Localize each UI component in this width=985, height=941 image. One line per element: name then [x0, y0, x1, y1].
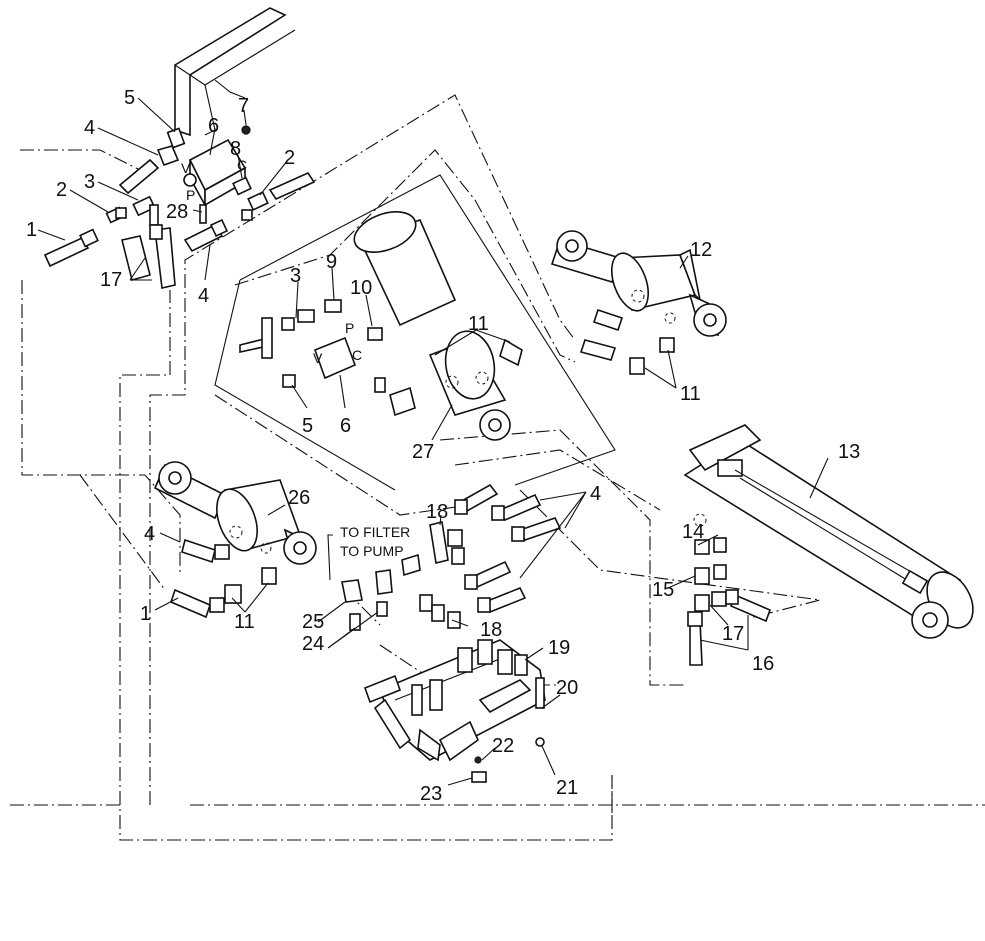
port-label-c-top: C [237, 157, 247, 173]
hoses-cylinder-12 [579, 308, 675, 375]
callout-3-top-left: 3 [84, 171, 95, 193]
center-fittings-18 [401, 521, 465, 629]
callout-4-top: 4 [84, 117, 95, 139]
port-label-p-mid: P [345, 320, 354, 336]
control-valve-19 [363, 639, 546, 762]
plug-22-23 [471, 756, 487, 783]
fitting-8 [232, 176, 252, 196]
callout-8: 8 [230, 138, 241, 160]
hoses-16 [687, 589, 772, 666]
callout-14: 14 [682, 521, 704, 543]
callout-22: 22 [492, 735, 514, 757]
callout-6-top: 6 [208, 115, 219, 137]
callout-17-right: 17 [722, 623, 744, 645]
fitting-3-top-left [132, 195, 159, 226]
hose-1-top [43, 228, 99, 268]
callout-28: 28 [166, 201, 188, 223]
callout-16: 16 [752, 653, 774, 675]
cylinder-12 [550, 230, 727, 337]
hoses-cylinder-26 [170, 538, 277, 619]
callout-10: 10 [350, 277, 372, 299]
callout-26: 26 [288, 487, 310, 509]
tee-2-top-left [105, 206, 127, 224]
callout-4-left: 4 [144, 523, 155, 545]
bolt-20-washer-21 [535, 677, 545, 747]
note-to-filter: TO FILTER [340, 524, 410, 540]
callout-2-top-left: 2 [56, 179, 67, 201]
center-hoses-4 [454, 483, 562, 614]
callout-numbers: 1 2 3 4 5 6 7 8 2 28 17 4 3 9 10 11 12 1… [26, 87, 860, 805]
callout-18-top: 18 [426, 501, 448, 523]
fittings-24-25 [341, 569, 393, 631]
callout-4-center: 4 [590, 483, 601, 505]
fittings-14-17 [694, 537, 727, 612]
callout-25: 25 [302, 611, 324, 633]
frame-rail [174, 7, 296, 137]
callout-17-top: 17 [100, 269, 122, 291]
fitting-7 [241, 125, 251, 135]
callout-19: 19 [548, 637, 570, 659]
callout-7: 7 [238, 95, 249, 117]
flow-notes: TO FILTER TO PUMP [340, 524, 410, 559]
hydraulic-routing-lines [10, 94, 985, 841]
callout-6-mid: 6 [340, 415, 351, 437]
callout-leaders [37, 97, 829, 786]
callout-1-bottom: 1 [140, 603, 151, 625]
callout-4-top-center: 4 [198, 285, 209, 307]
cylinder-26 [153, 461, 317, 565]
callout-21: 21 [556, 777, 578, 799]
port-label-v-mid: V [313, 350, 323, 366]
callout-13: 13 [838, 441, 860, 463]
port-label-c-mid: C [352, 347, 362, 363]
callout-9: 9 [326, 251, 337, 273]
port-label-v-top: V [181, 160, 191, 176]
callout-1-top: 1 [26, 219, 37, 241]
hose-top-curved [118, 145, 180, 195]
cylinder-13 [683, 424, 974, 639]
cylinder-27 [353, 211, 511, 441]
valve-detail-frame [214, 174, 616, 491]
callout-12: 12 [690, 239, 712, 261]
fittings-17-top-left [121, 224, 176, 289]
callout-3-mid: 3 [290, 265, 301, 287]
callout-2-top-right: 2 [284, 147, 295, 169]
callout-24: 24 [302, 633, 324, 655]
callout-20: 20 [556, 677, 578, 699]
fitting-28 [199, 204, 207, 224]
callout-15: 15 [652, 579, 674, 601]
callout-27: 27 [412, 441, 434, 463]
valve-detail-parts: V P C [239, 299, 523, 417]
callout-11-right: 11 [680, 383, 701, 405]
hose-4-top-center [183, 218, 229, 253]
hose-4-top-right [268, 171, 316, 201]
tee-2-top-right [241, 191, 269, 221]
note-to-pump: TO PUMP [340, 543, 404, 559]
callout-11-left: 11 [234, 611, 255, 633]
callout-23: 23 [420, 783, 442, 805]
callout-18-bottom: 18 [480, 619, 502, 641]
callout-11-mid: 11 [468, 313, 489, 335]
callout-5-mid: 5 [302, 415, 313, 437]
port-label-p-top: P [186, 187, 195, 203]
callout-5-top: 5 [124, 87, 135, 109]
